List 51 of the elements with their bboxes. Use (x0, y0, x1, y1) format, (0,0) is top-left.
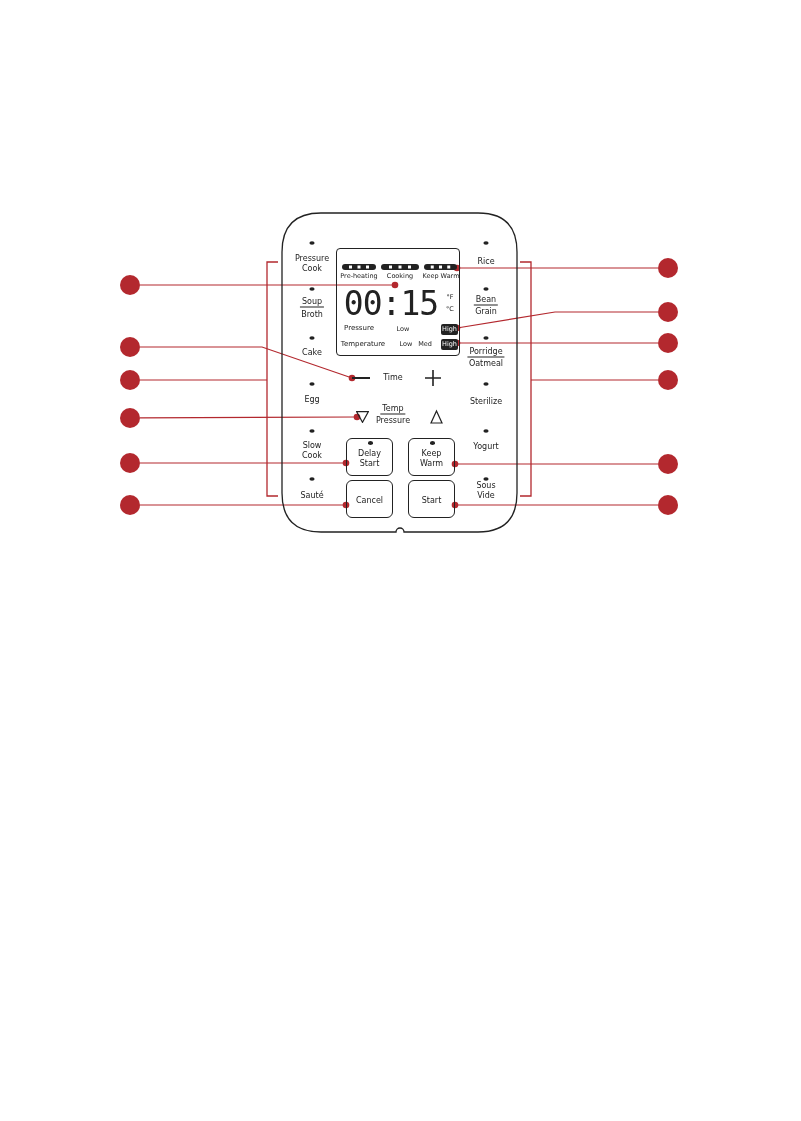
control-button: Keep Warm (408, 438, 455, 476)
leader-line (451, 501, 659, 509)
callout-circle (120, 453, 140, 473)
display-screen (336, 248, 460, 356)
leader-line (451, 460, 659, 468)
callout-circle (120, 275, 140, 295)
time-readout: 00:15 (339, 286, 443, 321)
panel-label: Sous Vide (475, 481, 497, 501)
callout-circle (120, 495, 140, 515)
down-triangle-icon (356, 411, 369, 423)
leader-line (139, 413, 361, 421)
callout-circle (658, 495, 678, 515)
control-button: Delay Start (346, 438, 393, 476)
callout-circle (120, 337, 140, 357)
panel-label: Egg (304, 395, 320, 405)
control-button: Start (408, 480, 455, 518)
leader-line (139, 346, 356, 382)
leader-line (139, 501, 350, 509)
callout-circle (658, 454, 678, 474)
control-panel (281, 212, 518, 533)
group-bracket (520, 261, 532, 497)
panel-label: Broth (301, 310, 323, 320)
leader-line (139, 379, 268, 381)
callout-circle (120, 370, 140, 390)
callout-circle (658, 333, 678, 353)
leader-line (139, 459, 350, 467)
panel-label: Pressure Cook (293, 254, 331, 274)
callout-circle (120, 408, 140, 428)
leader-line (530, 379, 659, 381)
panel-label: Temp (380, 403, 406, 415)
panel-label: Slow Cook (301, 441, 323, 461)
panel-label: Time (383, 373, 403, 383)
leader-line (453, 264, 659, 272)
panel-label: Oatmeal (468, 359, 504, 369)
minus-icon (352, 377, 370, 379)
control-button: Cancel (346, 480, 393, 518)
leader-line (139, 281, 399, 289)
panel-label: Pressure (375, 416, 411, 426)
group-bracket (266, 261, 278, 497)
panel-label: Bean (473, 294, 499, 306)
panel-label: Grain (475, 307, 497, 317)
panel-label: Sterilize (469, 397, 503, 407)
callout-circle (658, 370, 678, 390)
panel-label: Rice (477, 257, 495, 267)
panel-label: Porridge (467, 346, 505, 358)
panel-label: Sauté (300, 491, 324, 501)
panel-label: Yogurt (473, 442, 499, 452)
callout-circle (658, 258, 678, 278)
panel-label: Soup (299, 296, 325, 308)
callout-circle (658, 302, 678, 322)
panel-label: Cake (302, 348, 322, 358)
